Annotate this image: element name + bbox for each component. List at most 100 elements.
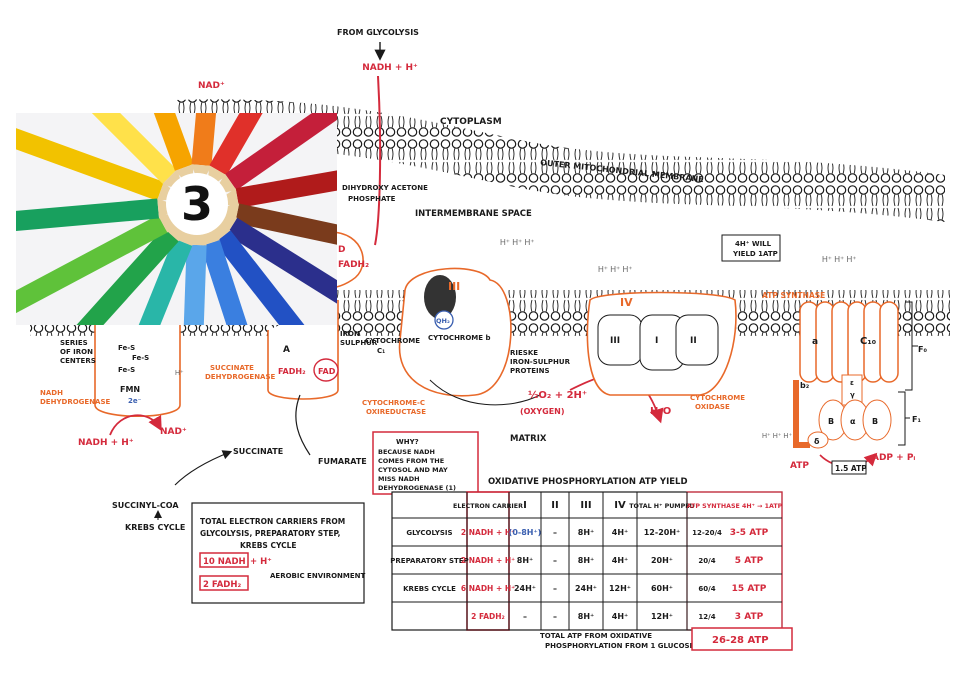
- table-ratio-cell: 20/4: [698, 557, 715, 565]
- qh2-circle: [434, 310, 454, 330]
- why-note-line6: DEHYDROGENASE (1): [378, 484, 456, 492]
- note-4h-box: [721, 234, 781, 262]
- dhap-label-2: PHOSPHATE: [348, 195, 396, 203]
- table-header-cell: I: [523, 500, 527, 511]
- iv-sub-ii: [675, 314, 719, 366]
- table-cell: –: [553, 528, 557, 537]
- intermembrane-label: INTERMEMBRANE SPACE: [415, 209, 532, 219]
- succinate-dehydrogenase-line2: DEHYDROGENASE: [205, 373, 276, 381]
- total-atp-box: [691, 627, 793, 651]
- table-cell: 4H⁺: [612, 612, 628, 621]
- fumarate-label: FUMARATE: [318, 457, 367, 466]
- note-4h-line2: YIELD 1ATP: [732, 250, 778, 258]
- total-carriers-line1: TOTAL ELECTRON CARRIERS FROM: [200, 517, 345, 526]
- f0-bracket: [905, 301, 918, 391]
- rieske-line3: PROTEINS: [510, 367, 550, 375]
- cyt-c-oxido-line2: OXIREDUCTASE: [366, 408, 426, 416]
- table-ratio-cell: 12-20/4: [692, 529, 722, 537]
- why-note-line3: COMES FROM THE: [378, 457, 444, 465]
- nad-bottom-label: NAD⁺: [160, 427, 187, 437]
- table-cell: 8H⁺: [578, 528, 594, 537]
- table-cell: –: [523, 612, 527, 621]
- complex-iii-label: III: [448, 280, 460, 293]
- h2o-label: H₂O: [650, 406, 671, 417]
- table-atp-cell: 3-5 ATP: [730, 528, 769, 538]
- table-header-cell: TOTAL H⁺ PUMPED: [629, 503, 694, 510]
- table-cell: 8H⁺: [578, 612, 594, 621]
- cyt-oxidase-line2: OXIDASE: [695, 403, 730, 411]
- table-cell: KREBS CYCLE: [403, 585, 456, 593]
- atp-right-label: ATP: [790, 461, 809, 471]
- table-cell: 2 NADH + H⁺: [461, 528, 515, 537]
- table-header-cell: ELECTRON CARRIER: [453, 503, 523, 510]
- why-note-line2: BECAUSE NADH: [378, 448, 435, 456]
- plus-h-label: + H⁺: [250, 557, 272, 567]
- cyt-c-oxido-line1: CYTOCHROME-C: [362, 399, 425, 407]
- f1-label: F₁: [912, 415, 921, 424]
- complex-iii-core: [424, 275, 456, 319]
- cyt-b-label: CYTOCHROME b: [428, 334, 490, 342]
- one-point-five-box: [831, 460, 867, 475]
- iron-sulphur-line1: IRON: [340, 330, 360, 338]
- table-cell: 24H⁺: [575, 584, 597, 593]
- series-fe-line2: OF IRON: [60, 348, 93, 356]
- beta2-label: B: [872, 417, 878, 426]
- table-cell: 20H⁺: [651, 556, 673, 565]
- krebs-cycle-label: KREBS CYCLE: [125, 523, 185, 532]
- atp-synthase-label: ATP SYNTHASE: [762, 291, 825, 300]
- fe-s-1: Fe-S: [118, 344, 135, 352]
- table-atp-cell: 3 ATP: [735, 612, 764, 622]
- nadh-dehydrogenase-line1: NADH: [40, 389, 63, 397]
- why-note-box: [372, 431, 479, 495]
- eps-label: ε: [850, 379, 854, 387]
- series-fe-line3: CENTERS: [60, 357, 96, 365]
- delta-label: δ: [814, 437, 820, 446]
- succinate-label: SUCCINATE: [233, 447, 283, 456]
- table-cell: (0-8H⁺): [509, 528, 542, 537]
- table-cell: 4H⁺: [612, 528, 628, 537]
- iv-sub-iii-label: III: [610, 336, 620, 346]
- matrix-label: MATRIX: [510, 434, 547, 444]
- why-note-line5: MISS NADH: [378, 475, 420, 483]
- table-atp-cell: 5 ATP: [735, 556, 764, 566]
- fad-circle: [313, 358, 339, 382]
- nadh-bottom-label: NADH + H⁺: [78, 438, 134, 448]
- cytoplasm-label: CYTOPLASM: [440, 117, 502, 127]
- two-fadh2-box: [199, 575, 249, 591]
- table-cell: 8H⁺: [517, 556, 533, 565]
- why-note-line4: CYTOSOL AND MAY: [378, 466, 448, 474]
- table-cell: 12-20H⁺: [644, 528, 681, 537]
- fad-label: FAD: [318, 367, 336, 376]
- alpha-label: α: [850, 417, 856, 426]
- table-cell: PREPARATORY STEP: [390, 557, 468, 565]
- table-cell: 12H⁺: [609, 584, 631, 593]
- ten-nadh-box: [199, 552, 249, 568]
- f0-ring: [799, 301, 899, 383]
- c10-label: C₁₀: [860, 336, 876, 347]
- two-fadh2-label: 2 FADH₂: [203, 580, 241, 590]
- electron-path: [429, 379, 541, 406]
- a-sub2-label: a: [812, 337, 818, 347]
- series-fe-line1: SERIES: [60, 339, 88, 347]
- complex-iv-label: IV: [620, 296, 633, 309]
- table-header-cell: IV: [614, 500, 626, 511]
- b2-label: b₂: [800, 381, 810, 390]
- table-cell: 4H⁺: [612, 556, 628, 565]
- succinyl-to-succinate-arrow: [174, 450, 233, 486]
- table-cell: GLYCOLYSIS: [406, 529, 452, 537]
- why-note-line1: WHY?: [396, 438, 419, 446]
- fe-s-2: Fe-S: [132, 354, 149, 362]
- half-o2-label: ½O₂ + 2H⁺: [528, 390, 587, 401]
- total-carriers-line2: GLYCOLYSIS, PREPARATORY STEP,: [200, 529, 341, 538]
- a-sub-label: A: [283, 345, 290, 355]
- h-cluster-2: H⁺ H⁺ H⁺: [598, 265, 632, 274]
- table-ratio-cell: 12/4: [698, 613, 715, 621]
- f0-label: F₀: [918, 345, 927, 354]
- gamma-label: γ: [850, 391, 855, 399]
- b2-stalk: [793, 380, 810, 448]
- cyt-c1-label: CYTOCHROME: [365, 337, 420, 345]
- one-point-five-label: 1.5 ATP: [835, 464, 867, 473]
- h-cluster-4: H⁺ H⁺ H⁺: [762, 433, 792, 440]
- nadh-to-nad-arrow: [109, 414, 162, 436]
